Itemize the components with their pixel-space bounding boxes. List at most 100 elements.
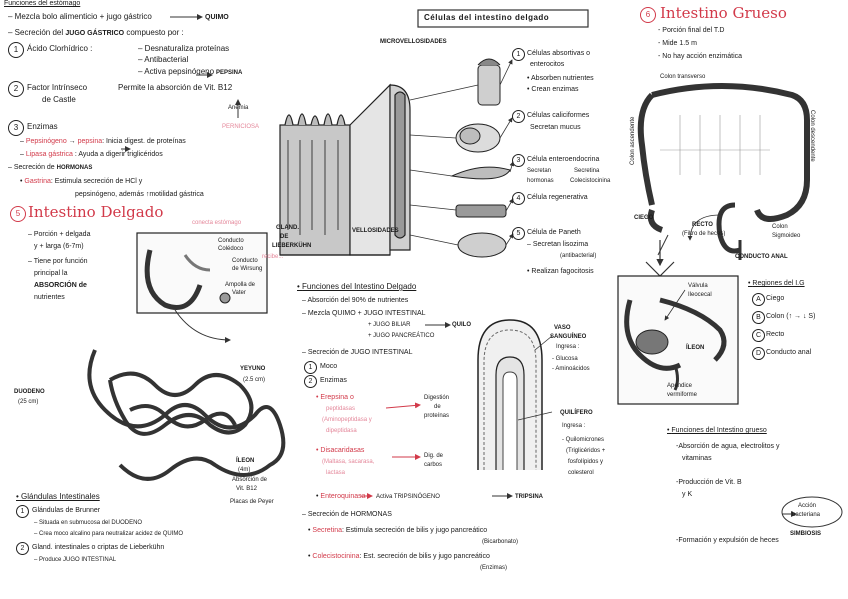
small-intestine-sketch: [89, 310, 283, 479]
region-badge: C: [752, 329, 765, 342]
text: : Ayuda a digerir triglicéridos: [75, 151, 163, 158]
duodenum-label: DUODENO: [14, 389, 45, 395]
enteroquinase-effect: Activa TRIPSINÓGENO: [376, 494, 440, 500]
lieberkuhn-label: DE: [280, 234, 288, 240]
number-badge: 4: [512, 192, 525, 205]
duct-label: Colédoco: [218, 246, 243, 252]
villus-sketch: [478, 320, 552, 470]
region-badge: D: [752, 347, 765, 360]
appendix-label: vermiforme: [667, 392, 697, 398]
li-desc: - Porción final del T.D: [658, 27, 724, 34]
rectum-note: (Filtro de heces): [682, 231, 725, 237]
enzyme-item: – Lipasa gástrica : Ayuda a digerir trig…: [20, 151, 163, 158]
fi-title: Factor Intrínseco: [27, 84, 87, 92]
li-function-item: -Absorción de agua, electrolitos y: [676, 443, 780, 450]
text: Secreción de: [14, 164, 55, 171]
enzyme-item: – Pepsinógeno → pepsina: Inicia digest. …: [20, 138, 186, 145]
hcl-title: Ácido Clorhídrico :: [27, 45, 92, 53]
pepsina-label: PEPSINA: [216, 70, 242, 76]
number-badge: 3: [8, 120, 24, 136]
text: Secretina: [312, 527, 342, 534]
hormone-note: (Enzimas): [480, 565, 507, 571]
lacteal-label: - Quilomicrones: [562, 437, 604, 443]
text: Secreción de HORMONAS: [308, 511, 392, 518]
rectum-label: RECTO: [692, 222, 713, 228]
text: Porción + delgada: [34, 231, 91, 238]
vessel-label: - Glucosa: [552, 356, 578, 362]
text: JUGO GÁSTRICO: [65, 30, 124, 37]
ileum-note: Absorción de: [232, 477, 267, 483]
microvilli-label: MICROVELLOSIDADES: [380, 39, 447, 45]
quilo-label: QUILO: [452, 322, 471, 328]
text: : Estimula secreción de HCl y: [51, 178, 142, 185]
hormone-item: • Colecistocinina: Est. secreción de bil…: [308, 553, 490, 560]
cell-desc: • Crean enzimas: [527, 86, 578, 93]
region-badge: B: [752, 311, 765, 324]
function-item: – Mezcla QUIMO + JUGO INTESTINAL: [302, 310, 426, 317]
number-badge: 3: [512, 154, 525, 167]
text: pepsina: [78, 138, 103, 145]
lieberkuhn-label: LIEBERKÜHN: [272, 243, 311, 249]
text: Funciones del Intestino grueso: [671, 427, 766, 434]
text: Glándulas Intestinales: [21, 492, 100, 501]
vessel-label: - Aminoácidos: [552, 366, 590, 372]
ileum-note: Vit. B12: [236, 486, 257, 492]
text: Tiene por función: [34, 258, 88, 265]
hormones-line: – Secreción de HORMONAS: [8, 164, 92, 171]
text: : Estimula secreción de bilis y jugo pan…: [342, 527, 487, 534]
li-function-item: -Formación y expulsión de heces: [676, 537, 779, 544]
li-desc: - Mide 1.5 m: [658, 40, 697, 47]
li-functions-title: • Funciones del Intestino grueso: [667, 427, 767, 434]
lacteal-label: (Triglicéridos +: [566, 448, 605, 454]
cell-desc: Colecistocinina: [570, 178, 610, 184]
regions-title: • Regiones del I.G: [748, 280, 805, 287]
stomach-line-1: – Mezcla bolo alimenticio + jugo gástric…: [8, 13, 152, 21]
number-badge: 2: [8, 81, 24, 97]
vessel-label: SANGUÍNEO: [550, 334, 586, 340]
small-intestine-title: Intestino Delgado: [28, 205, 163, 220]
text: Colecistocinina: [312, 553, 359, 560]
gland-desc: – Crea moco alcalino para neutralizar ac…: [34, 531, 183, 537]
number-badge: 1: [8, 42, 24, 58]
enteroendocrine-cell-sketch: [452, 167, 510, 179]
section-number: 5: [10, 206, 26, 222]
cell-desc: Secretan: [527, 168, 551, 174]
lacteal-label: fosfolípidos y: [568, 459, 603, 465]
colon-label: Colon descendente: [809, 110, 815, 162]
text: Secreción del: [15, 28, 63, 37]
cell-desc: (antibacterial): [560, 253, 596, 259]
text: Crea moco alcalino para neutralizar acid…: [39, 531, 183, 537]
text: Enteroquinasa: [320, 493, 365, 500]
hcl-item: – Antibacterial: [138, 56, 188, 64]
paneth-cell-sketch: [458, 233, 506, 257]
anemia-label: Anemia: [228, 105, 248, 111]
text: Pepsinógeno: [26, 138, 67, 145]
duodenum-sketch: [137, 233, 267, 313]
number-badge: 2: [512, 110, 525, 123]
enzyme-effect: de: [434, 404, 441, 410]
text: Absorben nutrientes: [531, 75, 594, 82]
receives-label: recibe...: [262, 254, 283, 260]
si-desc: nutrientes: [34, 294, 65, 301]
number-badge: 5: [512, 227, 525, 240]
vessel-label: VASO: [554, 325, 571, 331]
mucus-label: Moco: [320, 363, 337, 370]
cell-title: Célula de Paneth: [527, 229, 581, 236]
text: Erepsina o: [320, 394, 353, 401]
duct-label: Conducto: [218, 238, 244, 244]
region-badge: A: [752, 293, 765, 306]
connects-label: conecta estómago: [192, 220, 241, 226]
enzyme-name: • Erepsina o: [316, 394, 354, 401]
villi-label: VELLOSIDADES: [352, 228, 399, 234]
enzyme-name: dipeptidasa: [326, 428, 357, 434]
gastrina-line: • Gastrina: Estimula secreción de HCl y: [20, 178, 142, 185]
text: compuesto por :: [126, 28, 183, 37]
fi-desc: Permite la absorción de Vit. B12: [118, 84, 232, 92]
symbiosis-label: SIMBIOSIS: [790, 531, 821, 537]
text: : Est. secreción de bilis y jugo pancreá…: [360, 553, 490, 560]
valve-label: Ileocecal: [688, 292, 712, 298]
number-badge: 2: [16, 542, 29, 555]
gland-title: Gland. intestinales o criptas de Lieberk…: [32, 544, 164, 551]
cell-desc: • Realizan fagocitosis: [527, 268, 594, 275]
